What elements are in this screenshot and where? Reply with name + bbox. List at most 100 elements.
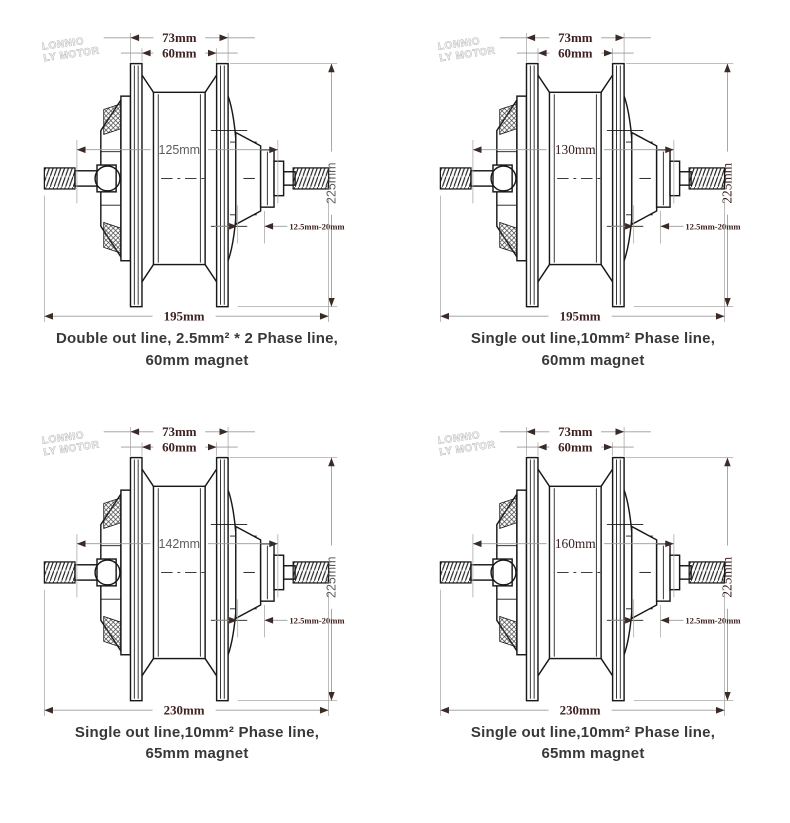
barrel-shoulders <box>537 468 614 676</box>
barrel-inner-lines <box>157 94 201 263</box>
right-flange <box>611 456 625 701</box>
dim-overall-width-label: 195mm <box>560 309 601 324</box>
caption-line-1: Single out line,10mm² Phase line, <box>470 330 716 347</box>
lower-bearing-block <box>103 615 122 648</box>
freewheel-step <box>273 553 285 590</box>
barrel-inner-lines <box>157 487 201 657</box>
left-threaded-axle <box>43 167 76 190</box>
right-flange <box>611 62 625 308</box>
panel-caption: Single out line,10mm² Phase line, 65mm m… <box>75 722 319 766</box>
left-cover <box>94 95 132 262</box>
brand-logo: LONNIO LY MOTOR <box>41 36 101 65</box>
caption-line-1: Single out line,10mm² Phase line, <box>74 723 320 741</box>
flange-wall-lines <box>133 459 225 699</box>
dim-axle-step: 12.5mm-20mm <box>214 598 345 638</box>
dim-overall-width-label: 230mm <box>164 702 205 717</box>
left-threaded-axle <box>43 560 76 584</box>
panel-caption: Single out line,10mm² Phase line, 65mm m… <box>471 722 715 766</box>
dim-body-width: 160mm <box>472 533 675 597</box>
dim-overall-height: 225mm <box>230 456 338 701</box>
dim-overall-width: 230mm <box>43 589 329 717</box>
caption-line-1: Single out line,10mm² Phase line, <box>470 723 716 741</box>
dim-axle-step-label: 12.5mm-20mm <box>685 615 741 625</box>
cover-step-lines <box>100 544 121 600</box>
dim-body-width-label: 142mm <box>159 537 200 551</box>
dim-flange-outer-label: 73mm <box>162 424 197 439</box>
dim-body-width: 130mm <box>472 140 675 204</box>
right-threaded-axle <box>292 167 330 190</box>
dim-flange-inner-label: 60mm <box>558 439 593 454</box>
freewheel-step <box>273 160 285 197</box>
dim-flange-inner-label: 60mm <box>162 45 197 60</box>
upper-bearing-block <box>499 103 518 135</box>
dim-body-width: 125mm <box>76 140 279 204</box>
axle-collar <box>96 557 117 587</box>
panel-caption: Double out line, 2.5mm² * 2 Phase line, … <box>56 328 338 372</box>
dim-overall-width: 195mm <box>439 195 725 324</box>
caption-line-2: 65mm magnet <box>145 745 249 763</box>
panels-grid: LONNIO LY MOTOR <box>8 30 782 766</box>
left-flange <box>525 456 539 701</box>
dim-axle-step: 12.5mm-20mm <box>610 598 741 638</box>
dim-flange-outer-label: 73mm <box>558 30 593 45</box>
dim-overall-width: 195mm <box>43 195 329 324</box>
barrel-inner-lines <box>553 487 597 657</box>
caption-line-2: 60mm magnet <box>145 351 249 369</box>
dim-body-width: 142mm <box>76 533 279 597</box>
barrel-shoulders <box>141 74 218 283</box>
dim-overall-height-label: 225mm <box>324 162 338 203</box>
dim-flange-inner: 60mm <box>516 45 634 62</box>
panel-caption: Single out line,10mm² Phase line, 60mm m… <box>471 328 715 372</box>
brand-logo: LONNIO LY MOTOR <box>437 36 497 65</box>
axle-collar <box>492 164 513 193</box>
caption-line-1: Double out line, 2.5mm² * 2 Phase line, <box>55 330 339 347</box>
dim-flange-inner: 60mm <box>516 439 634 456</box>
rotor-freewheel <box>606 95 681 261</box>
hub-shell <box>525 62 625 308</box>
hub-shell <box>129 62 229 308</box>
axle <box>439 560 726 584</box>
lower-bearing-block <box>499 221 518 254</box>
upper-bearing-block <box>103 103 122 135</box>
lower-bearing-block <box>103 221 122 254</box>
barrel-shoulders <box>537 74 614 283</box>
motor-drawing: LONNIO LY MOTOR <box>41 424 345 717</box>
left-cover-plate <box>516 488 528 655</box>
dim-axle-step-label: 12.5mm-20mm <box>289 615 345 625</box>
panel-bottom-right: LONNIO LY MOTOR <box>404 402 782 766</box>
dim-flange-outer: 73mm <box>499 424 651 456</box>
barrel-inner-lines <box>553 94 597 263</box>
freewheel-step <box>669 553 681 590</box>
dim-flange-outer: 73mm <box>103 30 255 62</box>
motor-drawing: LONNIO LY MOTOR <box>41 30 345 324</box>
dim-flange-inner: 60mm <box>120 439 238 456</box>
barrel-shoulders <box>141 468 218 676</box>
left-cover <box>490 95 528 262</box>
dim-body-width-label: 160mm <box>555 536 596 551</box>
dim-flange-inner-label: 60mm <box>558 45 593 60</box>
dim-overall-height: 225mm <box>626 456 734 701</box>
right-flange <box>215 62 229 308</box>
dim-overall-width: 230mm <box>439 589 725 717</box>
brand-logo: LONNIO LY MOTOR <box>41 429 101 458</box>
motor-drawing: LONNIO LY MOTOR <box>437 424 741 717</box>
axle-bearing-circle <box>94 558 121 586</box>
flange-wall-lines <box>529 65 621 305</box>
left-cover <box>94 488 132 655</box>
cover-step-lines <box>496 544 517 600</box>
flange-wall-lines <box>133 65 225 305</box>
dim-axle-step-label: 12.5mm-20mm <box>289 222 345 232</box>
dim-overall-width-label: 230mm <box>560 702 601 717</box>
right-threaded-axle <box>688 167 726 190</box>
flange-wall-lines <box>529 459 621 699</box>
left-threaded-axle <box>439 560 472 584</box>
dim-overall-width-label: 195mm <box>164 309 205 324</box>
cover-step-lines <box>496 151 517 206</box>
panel-bottom-left: LONNIO LY MOTOR <box>8 402 386 766</box>
axle-bearing-circle <box>490 558 517 586</box>
hub-shell <box>525 456 625 701</box>
left-cover-plate <box>516 95 528 262</box>
axle-bearing-circle <box>94 165 121 192</box>
motor-drawing: LONNIO LY MOTOR <box>437 30 741 324</box>
caption-line-2: 60mm magnet <box>541 351 645 369</box>
